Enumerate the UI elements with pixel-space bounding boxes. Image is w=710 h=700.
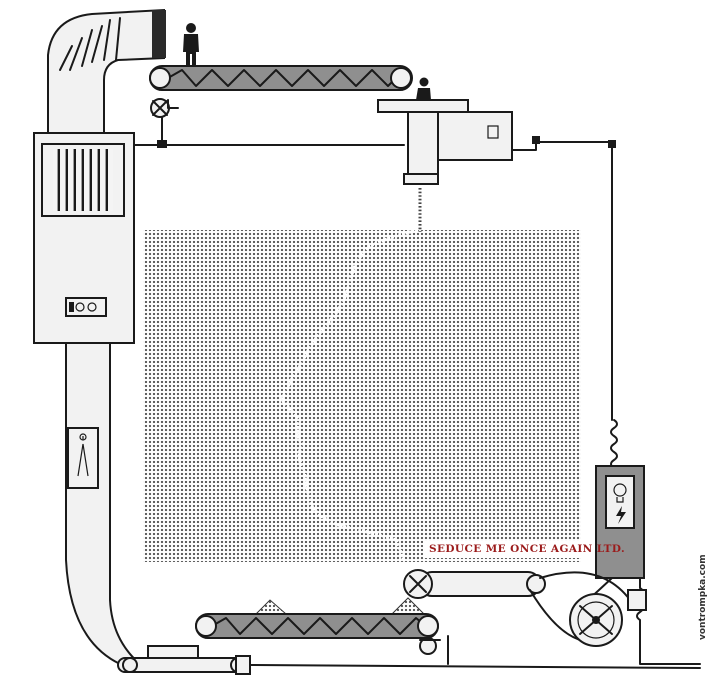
gear-wheel-icon — [569, 593, 623, 647]
bottom-conveyor-belt — [195, 597, 449, 665]
lightbulb-icon — [613, 483, 627, 503]
roller-assembly — [403, 569, 647, 647]
exhaust-duct — [47, 8, 166, 134]
credit-text: vontrompka.com — [698, 554, 708, 640]
lightning-icon — [616, 506, 626, 524]
halftone-panel — [143, 188, 581, 562]
injector-unit — [377, 77, 540, 185]
floor-conveyor — [117, 645, 701, 675]
descending-chute — [65, 342, 143, 665]
face-profile-icon — [280, 228, 419, 561]
power-box — [585, 465, 645, 603]
person-icon — [183, 23, 199, 66]
tagline-text: SEDUCE ME ONCE AGAIN LTD. — [423, 541, 625, 558]
top-conveyor-belt — [149, 65, 413, 148]
control-cabinet — [33, 132, 135, 344]
